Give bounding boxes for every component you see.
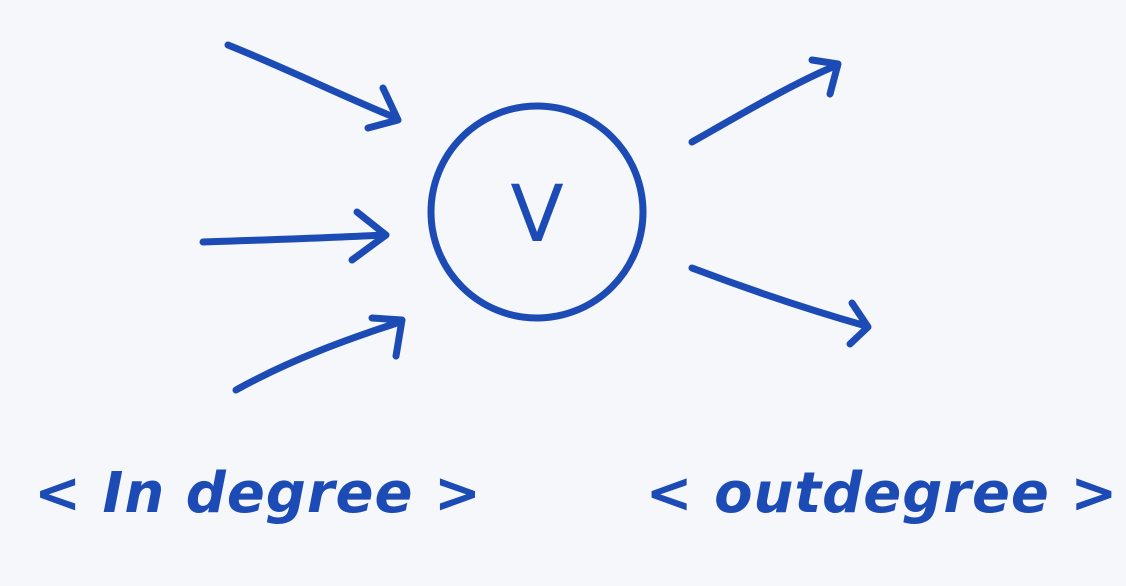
incoming-edge-bottom-line [232,318,404,394]
incoming-edge-top [224,41,402,132]
incoming-edge-middle [199,208,390,264]
incoming-edge-bottom [232,314,406,394]
incoming-edge-middle-arrowhead [348,208,390,264]
vertex-label: V [510,170,563,260]
incoming-edge-top-line [224,41,400,122]
outgoing-edge-top-line [688,62,839,146]
outgoing-edge-top-arrowhead [808,56,842,98]
indegree-caption: < In degree > [34,461,482,526]
outgoing-edge-top [688,56,842,146]
incoming-edge-bottom-arrowhead [368,314,406,360]
outgoing-edge-bottom-arrowhead [846,299,872,348]
vertex-circle [427,102,647,322]
outdegree-caption: < outdegree > [646,461,1119,526]
incoming-edge-top-arrowhead [364,84,402,132]
outgoing-edge-bottom [688,264,872,348]
outgoing-edge-bottom-line [688,264,870,330]
incoming-edge-middle-line [199,231,388,246]
